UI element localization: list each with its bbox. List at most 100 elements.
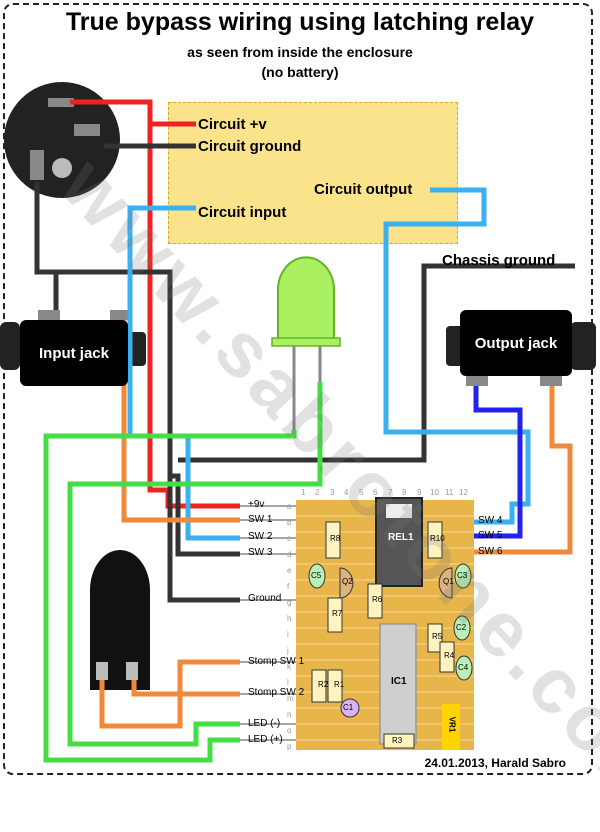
col-3: 3 [330,488,335,497]
dc-jack-pin-right [74,124,100,136]
pin-sw2: SW 2 [248,531,273,542]
row-p: p [287,742,292,751]
enclosure-outline [3,3,593,775]
wire-orange-sw1 [121,320,240,523]
col-4: 4 [344,488,349,497]
pin-9v: +9v [248,499,265,510]
row-j: j [287,646,289,655]
output-jack-lug-2 [540,376,562,386]
wire-red-circuit-v [70,99,196,127]
col-10: 10 [430,488,439,497]
capacitor-c2 [453,615,471,641]
label-q2: Q2 [342,577,353,586]
resistor-r5 [427,623,443,653]
resistor-r2 [311,669,327,703]
col-2: 2 [315,488,320,497]
label-circuit-input: Circuit input [198,204,287,221]
capacitor-c3 [454,563,472,589]
row-l: l [287,678,289,687]
pin-sw3: SW 3 [248,547,273,558]
input-jack: Input jack [20,320,128,386]
label-c1: C1 [343,703,354,712]
wire-orange-sw6 [474,386,573,555]
wire-orange-stomp1 [99,659,240,729]
label-c5: C5 [311,571,322,580]
wire-green-led-plus [43,430,297,763]
label-r3: R3 [392,736,403,745]
label-r2: R2 [318,680,329,689]
resistor-r3 [383,733,415,749]
input-jack-lug-1 [38,310,60,320]
dc-jack-pin-left [30,150,44,180]
stomp-lug-1 [96,662,108,680]
label-q1: Q1 [443,577,454,586]
label-circuit-output: Circuit output [314,181,413,198]
wire-green-led-minus [67,382,323,747]
resistor-r10 [427,521,443,559]
transistor-q1 [438,567,453,599]
trimmer-vr1 [442,704,460,750]
label-circuit-ground: Circuit ground [198,138,302,155]
resistor-r6 [367,583,383,619]
label-circuit-v: Circuit +v [198,116,267,133]
col-11: 11 [445,488,454,497]
output-jack: Output jack [460,310,572,376]
row-g: g [287,598,292,607]
transistor-q2 [339,567,354,599]
label-r5: R5 [432,632,443,641]
col-1: 1 [301,488,306,497]
row-d: d [287,550,292,559]
col-9: 9 [417,488,422,497]
pin-led-minus: LED (-) [248,718,281,729]
wire-black-sw3 [170,473,240,557]
col-12: 12 [459,488,468,497]
row-h: h [287,614,292,623]
label-r8: R8 [330,534,341,543]
row-e: e [287,566,292,575]
row-a: a [287,502,292,511]
wire-blue-sw4 [383,187,531,525]
led-rim [271,337,341,347]
resistor-r1 [327,669,343,703]
label-c2: C2 [456,623,467,632]
capacitor-c5 [308,563,326,589]
wiring-diagram [0,82,596,763]
wire-black-chassis [178,263,575,463]
stomp-switch [90,550,150,690]
output-jack-sleeve [570,322,596,370]
ic1 [379,623,417,745]
row-c: c [287,534,291,543]
wire-darkblue-sw5 [473,386,523,539]
dc-jack-center [52,158,72,178]
label-r4: R4 [444,651,455,660]
col-8: 8 [402,488,407,497]
stomp-lug-2 [126,662,138,680]
capacitor-c4 [455,655,473,681]
wire-orange-stomp2 [131,680,240,697]
label-r6: R6 [372,595,383,604]
pin-sw1: SW 1 [248,514,273,525]
pin-stomp-sw2: Stomp SW 2 [248,687,305,698]
footer-date: 24.01.2013, Harald Sabro [424,756,566,770]
label-c3: C3 [457,571,468,580]
input-jack-sleeve [0,322,20,370]
label-r1: R1 [334,680,345,689]
row-m: m [287,694,294,703]
label-rel1: REL1 [388,532,414,543]
label-vr1: VR1 [447,716,457,733]
row-n: n [287,710,292,719]
input-jack-lug-2 [110,310,132,320]
resistor-r8 [325,521,341,559]
subtitle: as seen from inside the enclosure [187,44,413,60]
output-jack-bush [446,326,464,366]
row-b: b [287,518,292,527]
pin-sw5: SW 5 [478,530,503,541]
circuit-box [168,102,458,244]
pin-sw6: SW 6 [478,546,503,557]
label-r7: R7 [332,609,343,618]
label-ic1: IC1 [391,676,407,687]
resistor-r4 [439,641,455,673]
diagram-title: True bypass wiring using latching relay [65,8,535,36]
label-c4: C4 [458,663,469,672]
pin-stomp-sw1: Stomp SW 1 [248,656,305,667]
